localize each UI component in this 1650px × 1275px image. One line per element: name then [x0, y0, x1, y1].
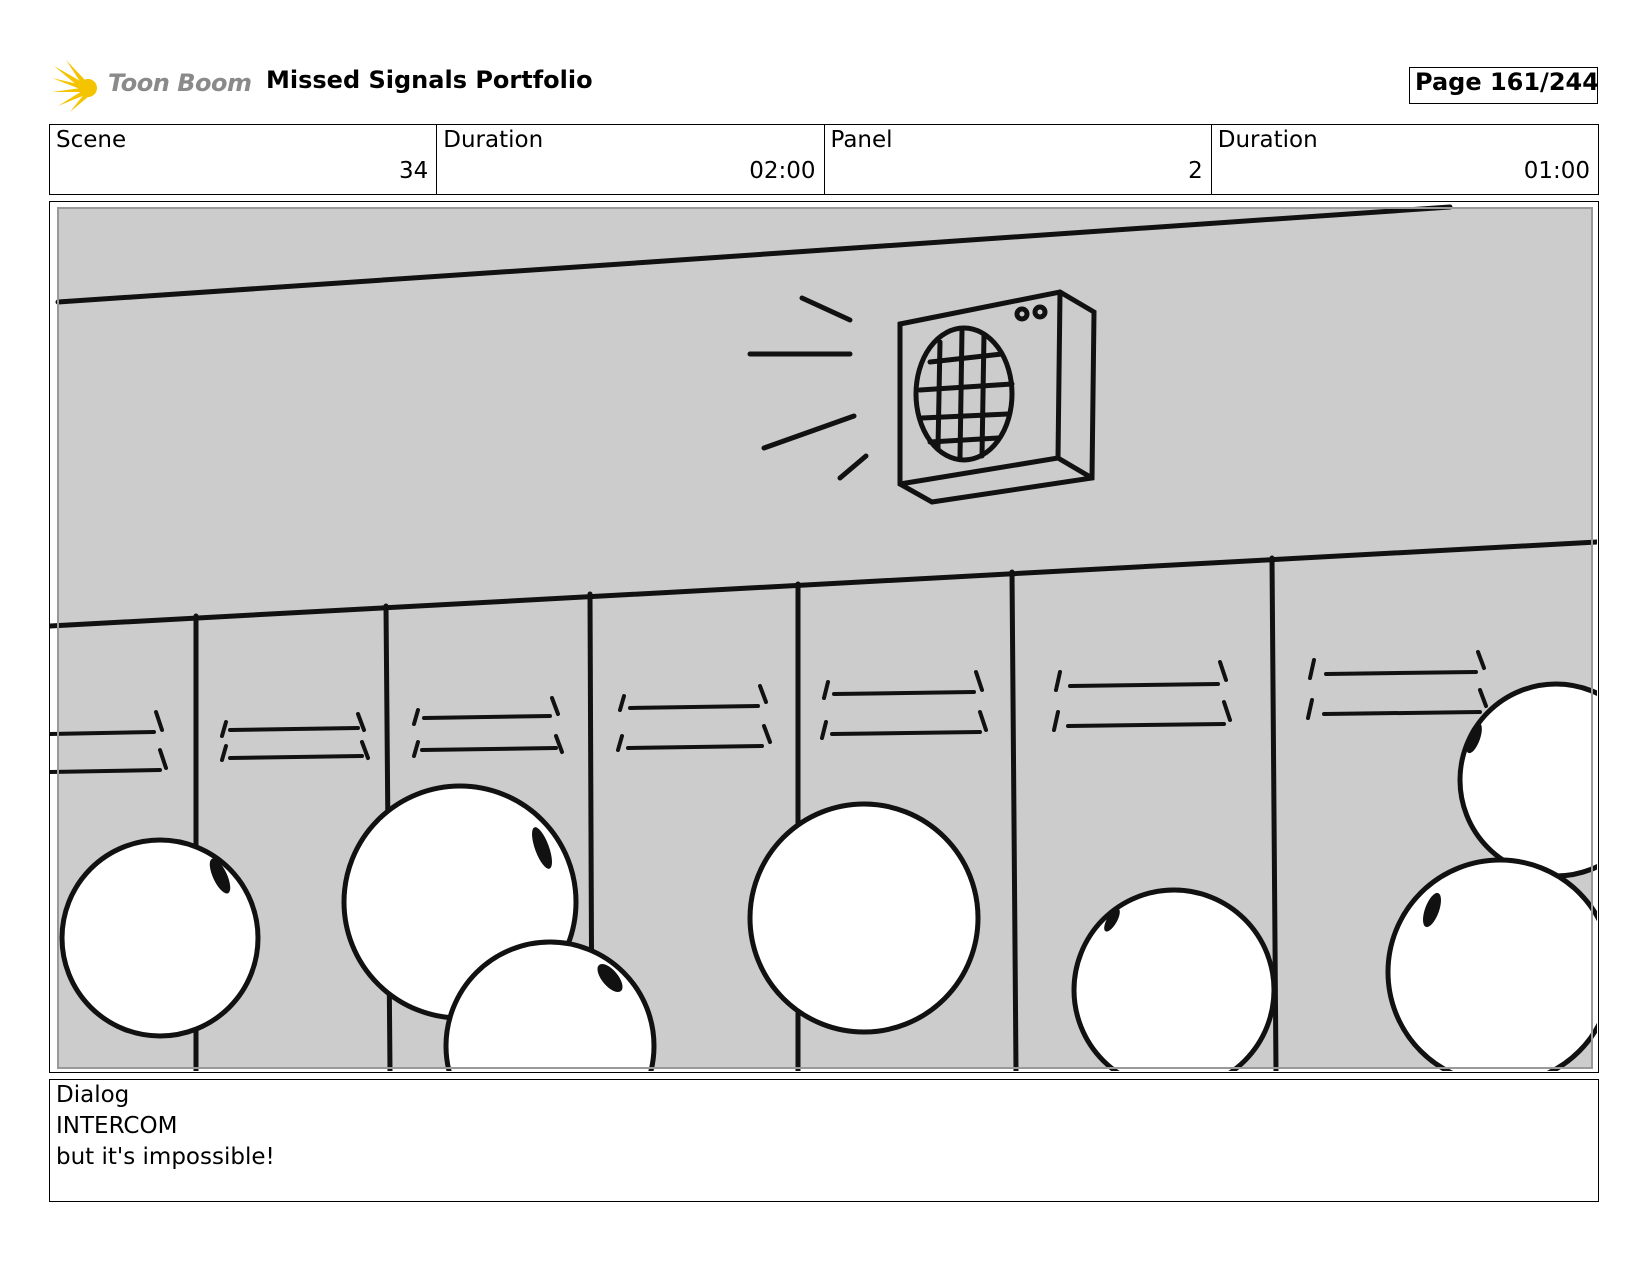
scene-info-table: Scene 34 Duration 02:00 Panel 2 Duration… [49, 124, 1599, 195]
panel-value: 2 [1188, 158, 1203, 184]
scene-cell: Scene 34 [50, 125, 438, 194]
panel-drawing [50, 204, 1597, 1071]
dialog-label: Dialog [56, 1082, 130, 1108]
dialog-box: Dialog INTERCOM but it's impossible! [49, 1079, 1599, 1202]
character-head [747, 801, 981, 1035]
logo-text: Toon Boom [108, 69, 252, 97]
toon-boom-sunburst-icon [52, 60, 97, 112]
dialog-text: but it's impossible! [56, 1144, 275, 1170]
storyboard-panel [49, 201, 1599, 1073]
document-title: Missed Signals Portfolio [266, 66, 593, 94]
locker-top-line [50, 539, 1597, 629]
page-number-box: Page 161/244 [1409, 67, 1599, 104]
panel-duration-value: 01:00 [1523, 158, 1590, 184]
panel-duration-cell: Duration 01:00 [1212, 125, 1598, 194]
panel-cell: Panel 2 [825, 125, 1212, 194]
panel-duration-label: Duration [1217, 127, 1318, 153]
locker-vents [50, 650, 1488, 774]
shine-marks [209, 722, 1482, 993]
dialog-character: INTERCOM [56, 1113, 178, 1139]
ceiling-line [55, 204, 1453, 305]
sound-effect-lines [747, 295, 869, 481]
scene-value: 34 [398, 158, 429, 184]
intercom-speaker-icon [897, 289, 1097, 505]
scene-label: Scene [56, 127, 127, 153]
scene-duration-cell: Duration 02:00 [437, 125, 825, 194]
toon-boom-logo: Toon Boom [52, 58, 252, 114]
round-characters [59, 681, 1597, 1071]
character-head [1385, 857, 1597, 1071]
character-head [1071, 887, 1277, 1071]
panel-label: Panel [830, 127, 893, 153]
page-number: Page 161/244 [1415, 68, 1599, 96]
scene-duration-value: 02:00 [749, 158, 816, 184]
scene-duration-label: Duration [443, 127, 544, 153]
character-head [59, 837, 261, 1039]
